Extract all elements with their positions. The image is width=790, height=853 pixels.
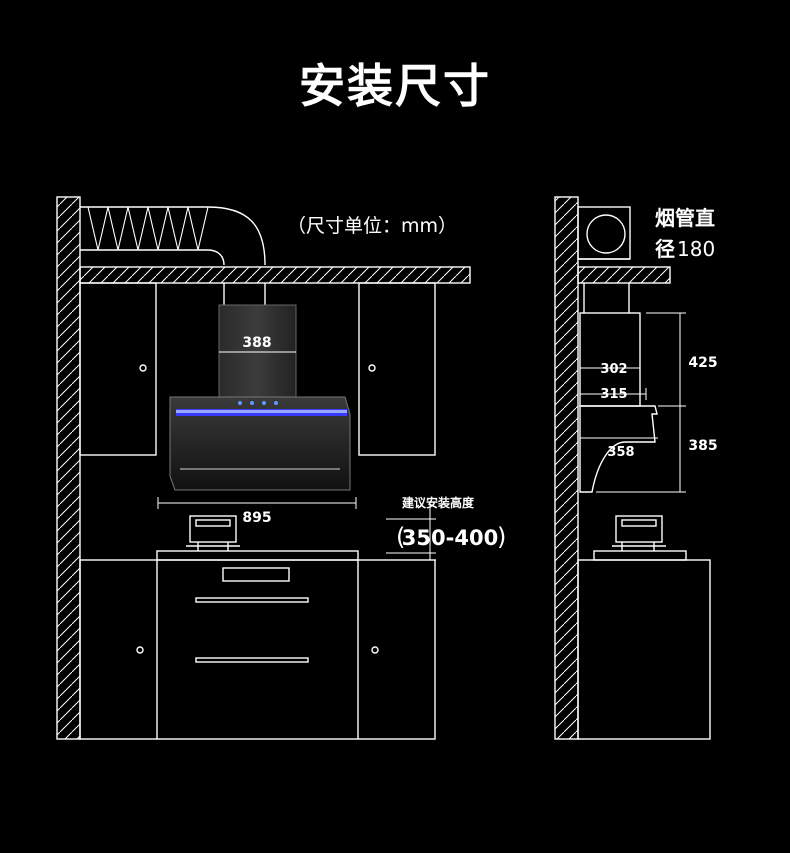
cabinet-knob — [139, 364, 147, 372]
height-425-label: 425 — [688, 355, 717, 371]
hood-chimney — [218, 304, 297, 398]
paren-close: ) — [497, 523, 506, 551]
height-385-label: 385 — [688, 438, 717, 454]
front-view — [56, 196, 471, 740]
cabinet-knob — [368, 364, 376, 372]
drawer-handle — [195, 597, 309, 603]
side-hood-body — [579, 405, 658, 493]
cabinet-knob — [136, 646, 144, 654]
countertop — [156, 550, 359, 561]
side-wall — [554, 196, 579, 740]
upper-cabinet-left — [79, 282, 157, 456]
upper-cabinet-right — [358, 282, 436, 456]
side-dimensions — [580, 312, 686, 493]
duct-label-prefix: 径 — [655, 237, 675, 261]
depth-315-label: 315 — [600, 387, 627, 402]
oven-panel — [222, 567, 290, 582]
duct-circle — [586, 214, 626, 254]
page-title: 安装尺寸 — [299, 59, 491, 113]
recommended-height-value: 350-400 — [402, 526, 498, 550]
side-countertop — [593, 550, 687, 561]
width-dimension — [157, 497, 357, 509]
pot-icon — [612, 515, 666, 551]
hood-body — [169, 396, 351, 491]
top-shelf — [79, 266, 471, 284]
unit-note: （尺寸单位：mm） — [287, 215, 457, 237]
lower-cabinet-frame — [79, 559, 436, 740]
height-dimension — [386, 503, 436, 561]
chimney-width-label: 388 — [242, 335, 271, 351]
drawer-handle — [195, 657, 309, 663]
depth-358-label: 358 — [607, 445, 634, 460]
duct-diameter-value: 180 — [677, 237, 715, 261]
left-wall — [56, 196, 81, 740]
exhaust-duct — [80, 206, 266, 305]
paren-open: ( — [396, 523, 405, 551]
hood-width-label: 895 — [242, 510, 271, 526]
side-cabinet — [577, 559, 711, 740]
pot-icon — [186, 515, 240, 551]
duct-label-line1: 烟管直 — [655, 206, 715, 230]
cabinet-knob — [371, 646, 379, 654]
range-hood — [169, 304, 351, 491]
depth-302-label: 302 — [600, 362, 627, 377]
side-shelf — [577, 266, 671, 284]
recommended-height-label: 建议安装高度 — [401, 495, 475, 510]
side-view — [554, 196, 711, 740]
